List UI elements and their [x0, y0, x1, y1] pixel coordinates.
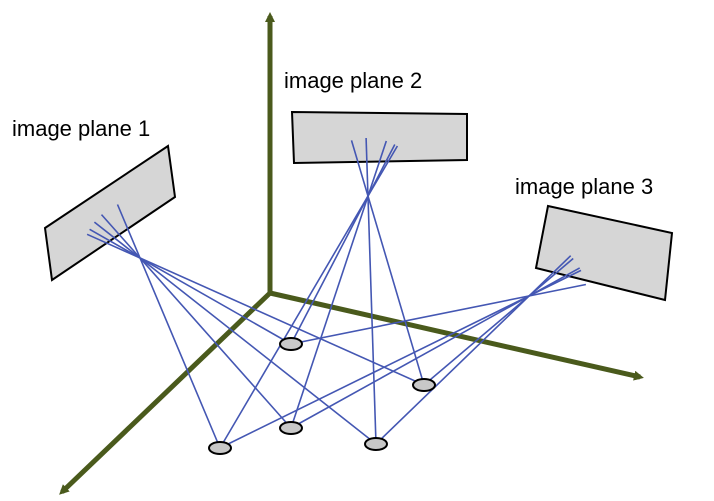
projection-ray [116, 204, 221, 449]
scene-points [208, 337, 436, 455]
y-axis [59, 291, 272, 495]
scene-point-marker [279, 337, 303, 351]
image-planes [43, 110, 674, 302]
image-plane-3-label: image plane 3 [515, 174, 654, 199]
x-axis [269, 290, 644, 381]
scene-point-marker [364, 437, 388, 451]
scene-point-marker [412, 378, 436, 392]
projection-ray [100, 214, 292, 429]
projection-ray [86, 233, 425, 386]
projection-ray [423, 257, 574, 386]
projection-rays [86, 137, 587, 449]
scene-point-marker [208, 441, 232, 455]
image-plane-1 [43, 144, 177, 282]
image-plane-1-label: image plane 1 [12, 116, 151, 141]
projection-ray [290, 283, 587, 345]
scene-point-marker [279, 421, 303, 435]
projection-ray [219, 269, 582, 449]
projection-ray [350, 140, 425, 386]
projection-ray [290, 140, 388, 429]
image-plane-2-label: image plane 2 [284, 68, 423, 93]
projection-ray [290, 144, 396, 345]
image-plane-2 [290, 110, 468, 165]
projection-ray [375, 255, 572, 445]
projection-ray [365, 137, 377, 445]
image-plane-3 [534, 204, 674, 302]
projection-ray [89, 228, 292, 345]
